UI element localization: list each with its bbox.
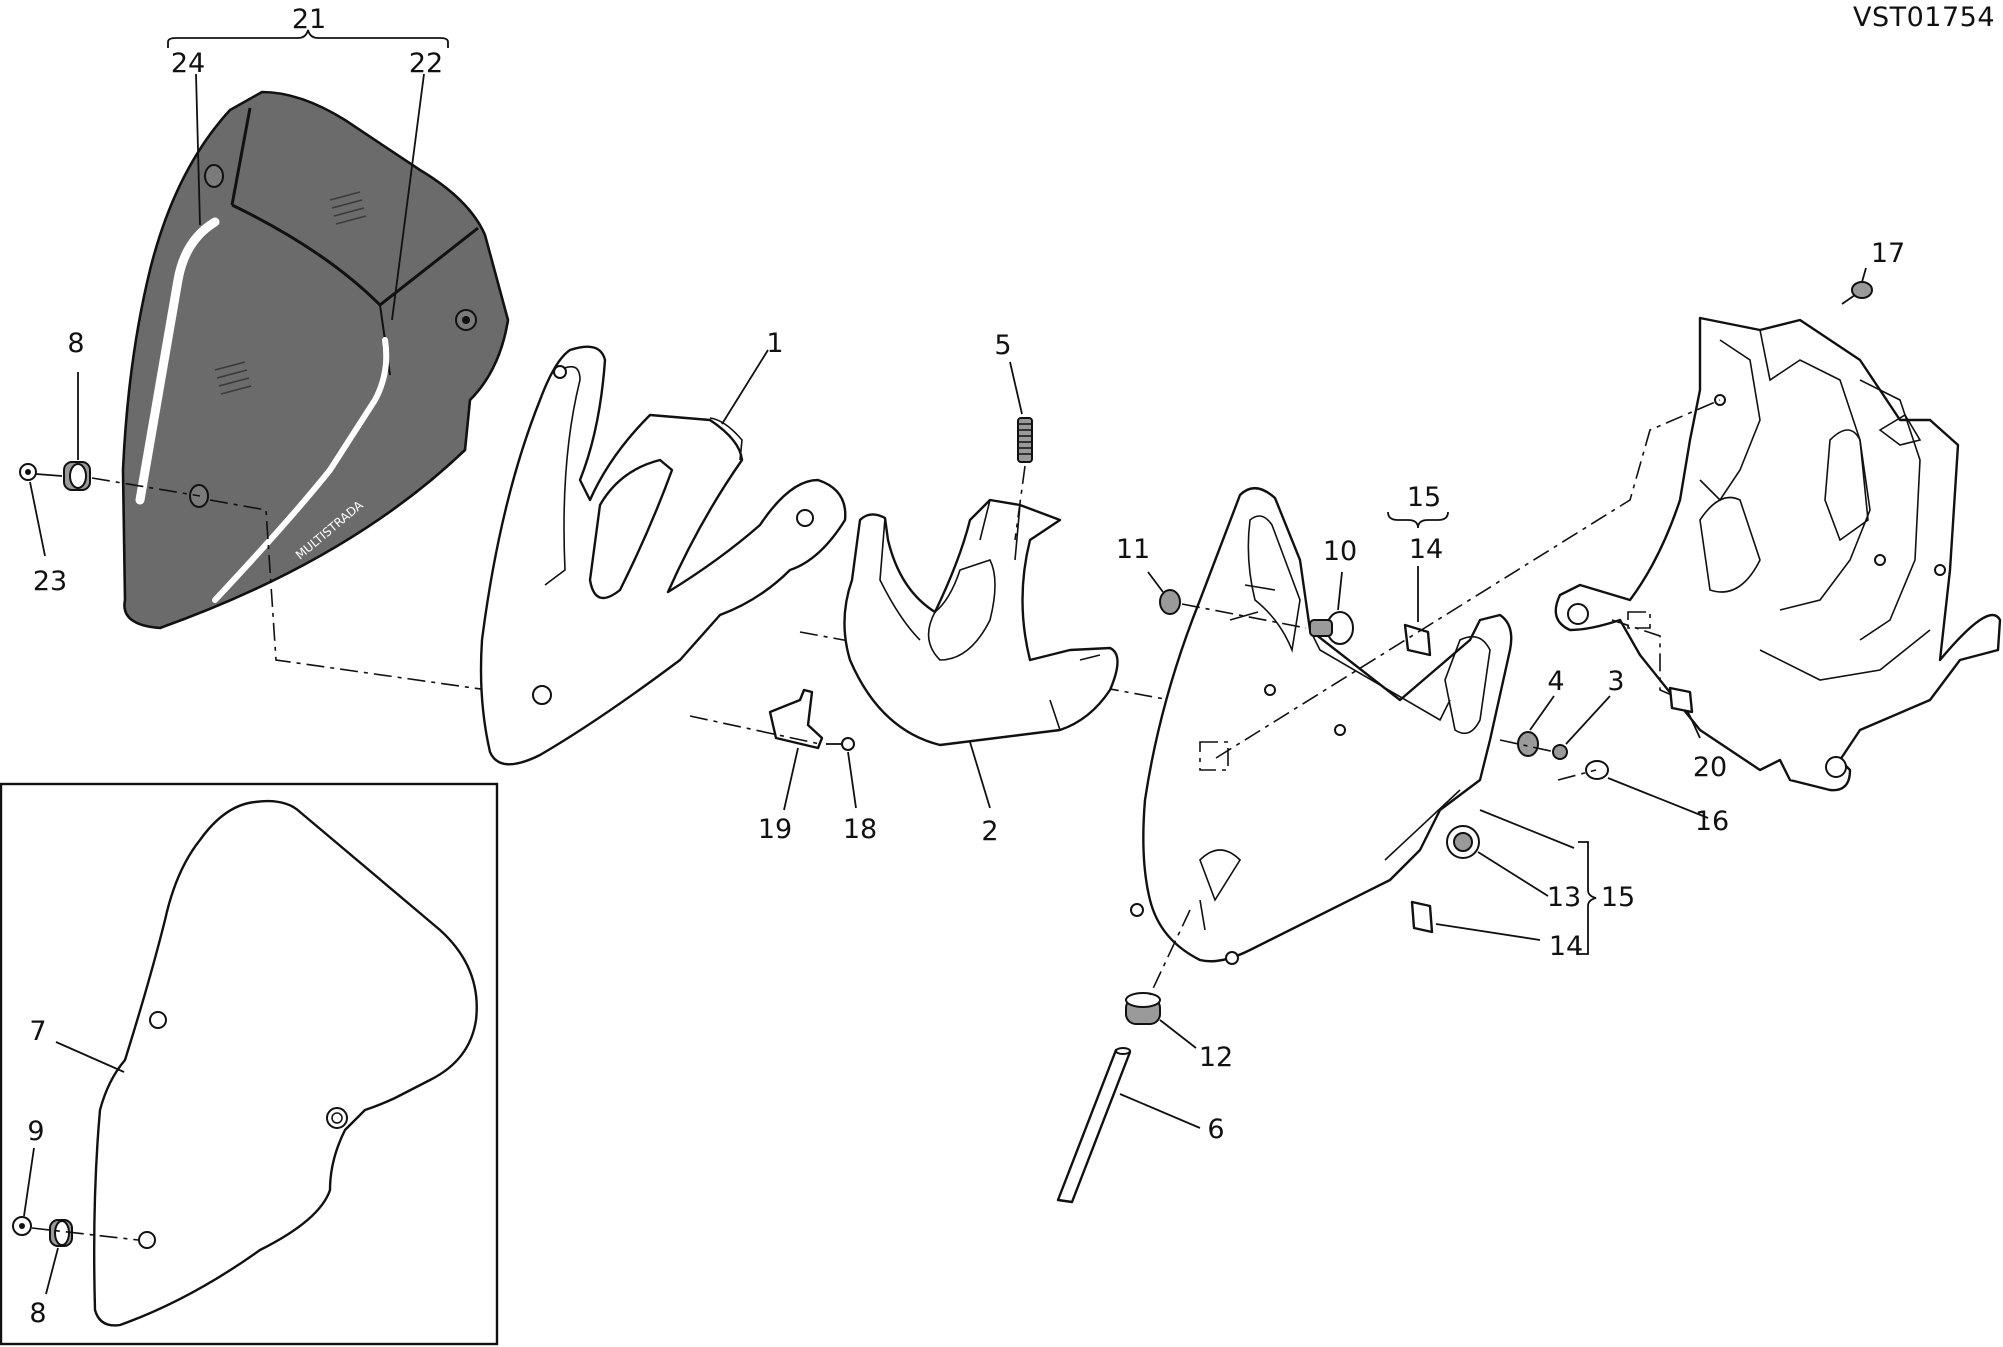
- callout-c19: 19: [758, 814, 792, 845]
- fastener-9: [12, 1216, 32, 1236]
- group-bracket-15-top: [1387, 511, 1449, 529]
- washer-11: [1159, 589, 1181, 615]
- leader-4: [1529, 695, 1555, 731]
- screw-16: [1585, 760, 1609, 780]
- axis-line-clip: [689, 715, 821, 745]
- leader-6: [1119, 1093, 1201, 1129]
- callout-c20: 20: [1693, 752, 1727, 783]
- callout-c15b: 15: [1601, 882, 1635, 913]
- leader-9: [23, 1147, 35, 1217]
- axis-line-inset: [31, 1227, 139, 1241]
- leader-11: [1147, 571, 1164, 593]
- axis-line-16: [1557, 769, 1597, 781]
- leader-14-bottom: [1435, 923, 1541, 941]
- deflector-1: [479, 345, 847, 766]
- leader-24: [195, 73, 201, 226]
- leader-2: [969, 741, 991, 809]
- bushing-12: [1125, 992, 1161, 1025]
- axis-line-spring: [1014, 465, 1026, 541]
- callout-c14b: 14: [1549, 931, 1583, 962]
- callout-c1: 1: [766, 328, 783, 359]
- grommet-8-inset: [49, 1219, 73, 1247]
- reference-code: VST01754: [1853, 2, 1995, 33]
- screw-17: [1841, 281, 1873, 305]
- callout-c3: 3: [1607, 666, 1624, 697]
- screw-18: [826, 737, 855, 751]
- spring-5: [1017, 417, 1033, 463]
- windscreen-dark: MULTISTRADA: [121, 90, 510, 630]
- rod-6: [1056, 1047, 1132, 1204]
- clip-nut-14-bottom: [1410, 900, 1434, 934]
- callout-c23: 23: [33, 566, 67, 597]
- leader-20: [1687, 711, 1701, 739]
- adjuster-knob-13: [1446, 825, 1480, 859]
- callout-c7: 7: [29, 1016, 46, 1047]
- leader-13: [1477, 851, 1549, 897]
- leader-12: [1159, 1019, 1197, 1049]
- callout-c6: 6: [1207, 1114, 1224, 1145]
- leader-17: [1861, 267, 1867, 283]
- leader-8-inset: [45, 1247, 59, 1295]
- callout-c13: 13: [1547, 882, 1581, 913]
- headlight-frame: [1554, 316, 2002, 792]
- group-bracket-21: [167, 29, 449, 48]
- leader-7: [55, 1041, 125, 1073]
- leader-1: [721, 349, 769, 425]
- callout-c16: 16: [1695, 806, 1729, 837]
- grommet-8-top: [63, 461, 91, 491]
- callout-c5: 5: [994, 330, 1011, 361]
- axis-line-rod: [1149, 909, 1191, 996]
- callout-c21: 21: [292, 4, 326, 35]
- callout-c9: 9: [27, 1116, 44, 1147]
- axis-line-screw: [1499, 739, 1556, 753]
- callout-c24: 24: [171, 48, 205, 79]
- leader-19: [783, 747, 799, 811]
- washer-4: [1517, 731, 1539, 757]
- screw-3: [1552, 744, 1568, 760]
- leader-15-upper: [1479, 809, 1575, 849]
- callout-c15a: 15: [1407, 482, 1441, 513]
- callout-c8b: 8: [29, 1298, 46, 1329]
- axis-line-frame-lower: [1611, 619, 1675, 697]
- callout-c12: 12: [1199, 1042, 1233, 1073]
- nut-20: [1668, 686, 1694, 714]
- callout-c4: 4: [1547, 666, 1564, 697]
- callout-c2: 2: [981, 816, 998, 847]
- callout-c8a: 8: [67, 328, 84, 359]
- leader-22: [391, 73, 425, 321]
- axis-line-washer: [1181, 603, 1307, 629]
- callout-c11: 11: [1116, 534, 1150, 565]
- group-bracket-15-side: [1578, 841, 1597, 955]
- clip-19: [768, 688, 824, 750]
- leader-23: [29, 481, 46, 557]
- support-bracket: [1130, 487, 1513, 965]
- callout-labels: 1234567889101112131414151516171819202122…: [27, 4, 1905, 1329]
- leader-10: [1337, 571, 1343, 611]
- axis-line-frame-upper: [1215, 399, 1721, 759]
- callout-c18: 18: [843, 814, 877, 845]
- shroud-2: [843, 498, 1119, 747]
- callout-c22: 22: [409, 48, 443, 79]
- leader-16: [1607, 777, 1709, 819]
- leader-18: [847, 751, 857, 809]
- bushing-10: [1309, 611, 1354, 645]
- leader-3: [1565, 695, 1611, 745]
- fastener-23: [19, 463, 63, 481]
- leader-5: [1009, 361, 1023, 415]
- callout-c10: 10: [1323, 536, 1357, 567]
- clip-nut-14-top: [1403, 623, 1432, 657]
- callout-c14a: 14: [1409, 534, 1443, 565]
- callout-c17: 17: [1871, 238, 1905, 269]
- windscreen-7: [92, 799, 478, 1327]
